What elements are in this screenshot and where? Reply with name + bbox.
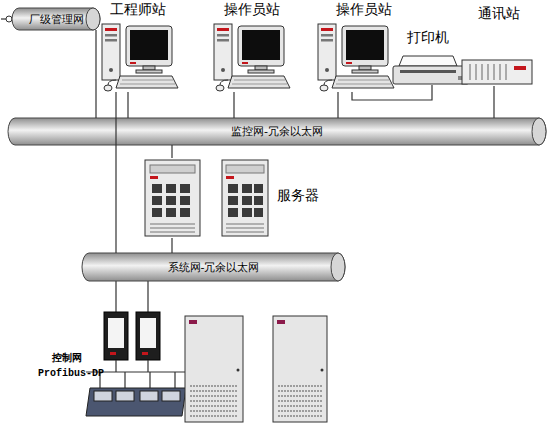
- server-bay: [166, 208, 176, 217]
- control-cabinet: [185, 316, 243, 422]
- control-cabinet: [273, 316, 327, 422]
- network-label: 系统网-冗余以太网: [82, 253, 345, 281]
- pipe-cap: [86, 8, 100, 30]
- server-bay: [242, 184, 252, 193]
- network-cable: [171, 238, 172, 253]
- cabinet-vents: [190, 386, 238, 416]
- server-logo: [226, 176, 234, 179]
- server-bay: [228, 208, 238, 217]
- module-wire: [116, 281, 148, 312]
- server-bay: [254, 184, 263, 193]
- network-label: Profibus-DP: [38, 368, 104, 379]
- pipe-body: [8, 118, 546, 145]
- network-label: 监控网-冗余以太网: [8, 118, 546, 145]
- server-vent: [150, 165, 195, 173]
- server-bay: [166, 184, 176, 193]
- module-led: [142, 352, 148, 355]
- server-logo: [150, 176, 158, 179]
- io-module: [116, 391, 134, 401]
- operator-pc: [214, 24, 290, 91]
- server-vent: [226, 165, 264, 173]
- cabinet-logo: [277, 320, 285, 324]
- device-node: 操作员站: [318, 22, 394, 92]
- device-label: 通讯站: [478, 6, 520, 21]
- module-led: [110, 352, 116, 355]
- module-panel: [140, 318, 156, 348]
- network-label: 控制网: [52, 352, 82, 363]
- server-bay: [152, 196, 162, 205]
- io-module: [94, 391, 112, 401]
- cabinet-handle: [321, 369, 324, 372]
- cabinet-handle: [237, 369, 240, 372]
- device-node: 服务器: [143, 158, 270, 238]
- device-label: 操作员站: [224, 2, 280, 17]
- comm-slots: [470, 64, 506, 80]
- network-cable: [352, 85, 432, 100]
- pipe-body: [12, 8, 100, 30]
- network-label: 厂级管理网: [12, 8, 100, 30]
- network-cable: [233, 92, 234, 118]
- server-bay: [166, 196, 176, 205]
- device-node: 打印机: [393, 52, 470, 85]
- server-bays: [228, 184, 263, 217]
- network-cable: [171, 145, 172, 158]
- engineer-pc: [102, 24, 178, 91]
- server-bay: [180, 196, 190, 205]
- server-tower: [222, 160, 268, 236]
- server-tower: [145, 160, 200, 236]
- network-cable: [493, 86, 494, 118]
- network-cable: [127, 92, 128, 118]
- io-rack: [86, 388, 186, 416]
- device-label: 打印机: [407, 30, 449, 45]
- module-panel: [108, 318, 124, 348]
- controller-module: [104, 312, 128, 360]
- server-vents: [150, 224, 195, 232]
- network-end-line: [1, 18, 6, 19]
- server-bay: [180, 208, 190, 217]
- server-bay: [242, 196, 252, 205]
- cabinet-logo: [189, 320, 197, 324]
- device-node: 工程师站: [102, 22, 178, 92]
- pipe-cap: [532, 118, 546, 145]
- operator-pc: [318, 24, 394, 91]
- server-bays: [152, 184, 190, 217]
- comm-led: [514, 66, 526, 70]
- device-label: 工程师站: [110, 2, 166, 17]
- network-pipe: 系统网-冗余以太网: [82, 253, 345, 281]
- network-cable: [115, 92, 116, 253]
- controller-module: [136, 312, 160, 360]
- server-vents: [226, 224, 264, 232]
- pipe-body: [82, 253, 345, 281]
- network-cable: [95, 30, 96, 118]
- server-bay: [152, 184, 162, 193]
- cabinet-vents: [278, 386, 322, 416]
- server-bay: [180, 184, 190, 193]
- server-bay: [254, 196, 263, 205]
- server-bay: [254, 208, 263, 217]
- device-node: 通讯站: [460, 58, 534, 86]
- printer-body: [393, 66, 469, 84]
- network-end-circle: [6, 16, 12, 22]
- io-module: [162, 391, 180, 401]
- printer-slot: [400, 70, 456, 73]
- server-bay: [228, 184, 238, 193]
- device-node: 操作员站: [214, 22, 290, 92]
- network-cable: [337, 92, 338, 118]
- device-label: 操作员站: [336, 2, 392, 17]
- server-bay: [152, 208, 162, 217]
- printer-paper: [399, 56, 457, 66]
- server-bay: [242, 208, 252, 217]
- pipe-cap: [331, 253, 345, 281]
- server-bay: [228, 196, 238, 205]
- comm-device: [462, 60, 532, 84]
- io-module: [140, 391, 158, 401]
- device-label: 服务器: [277, 188, 319, 203]
- network-pipe: 厂级管理网: [12, 8, 100, 30]
- network-pipe: 监控网-冗余以太网: [8, 118, 546, 145]
